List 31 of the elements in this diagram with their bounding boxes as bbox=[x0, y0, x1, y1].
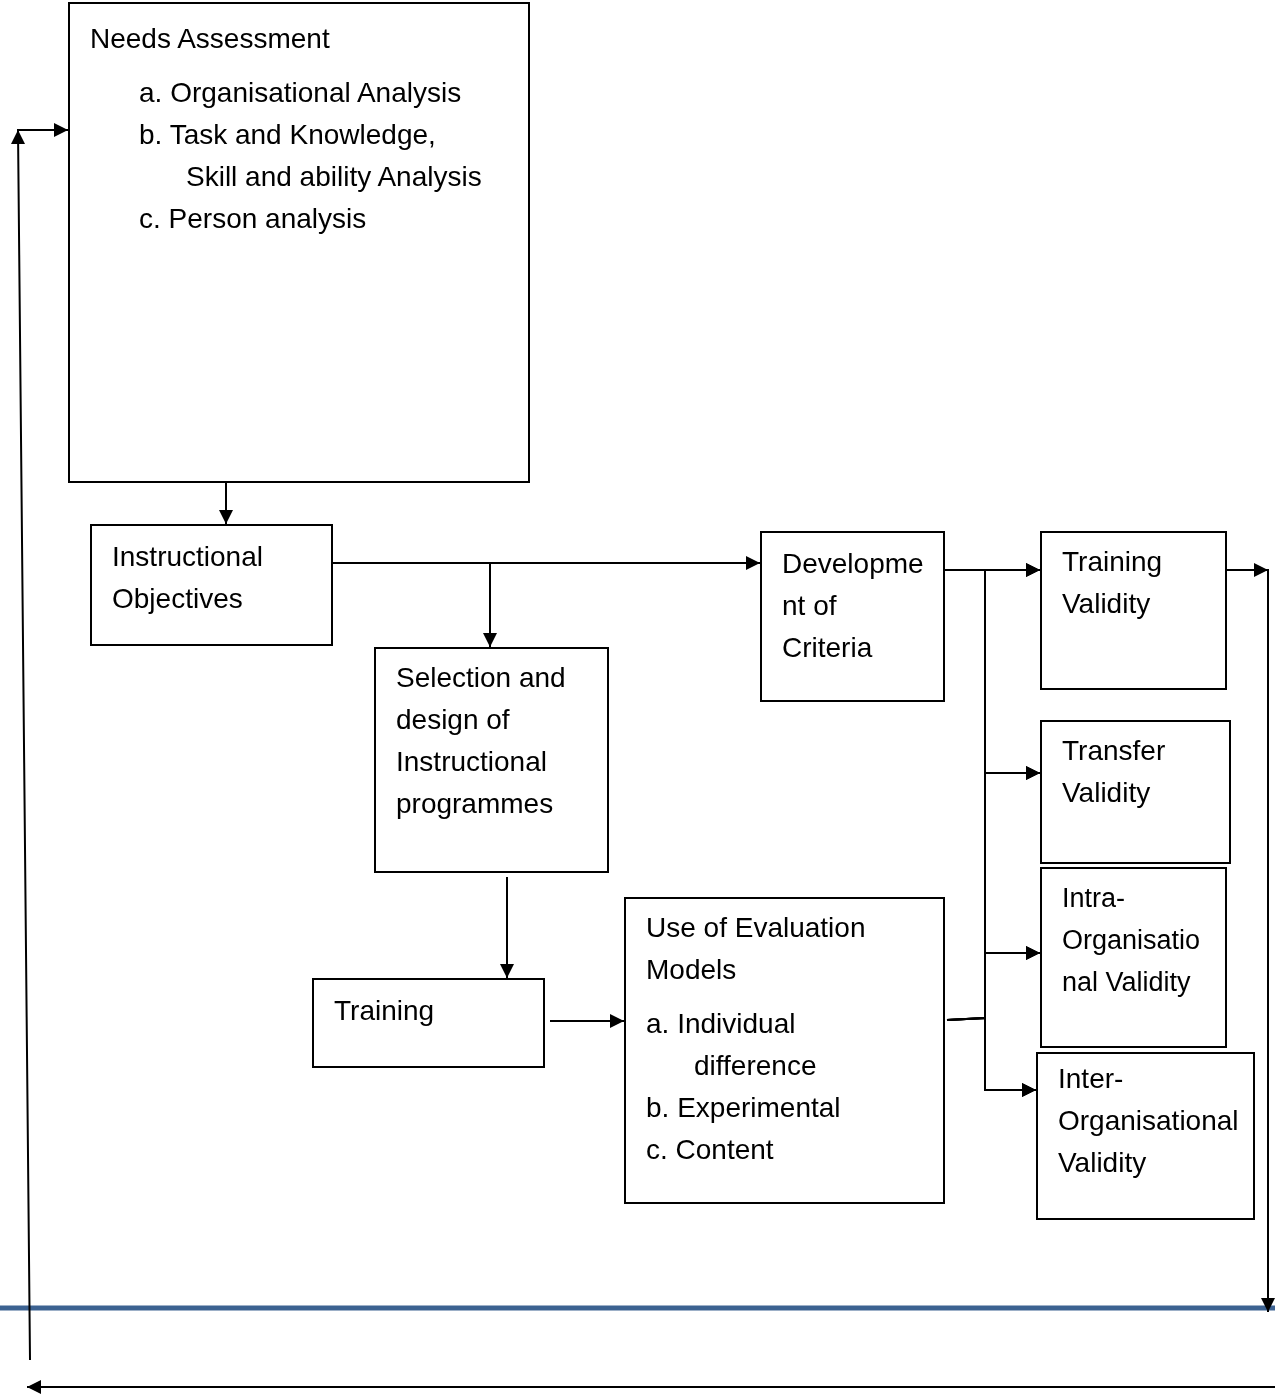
arrow bbox=[11, 123, 69, 1361]
list-item: a. Organisational Analysis bbox=[138, 76, 463, 110]
box-label: Inter-Organisational Validity bbox=[1058, 1062, 1240, 1180]
process-box bbox=[760, 531, 945, 702]
box-heading: Needs Assessment bbox=[90, 22, 331, 56]
arrow bbox=[219, 482, 233, 525]
process-box bbox=[1040, 867, 1227, 1048]
process-box bbox=[624, 897, 945, 1204]
box-heading: Use of Evaluation Models bbox=[646, 911, 867, 987]
arrow bbox=[500, 876, 514, 979]
box-label: Selection and design of Instructional programmes bbox=[396, 661, 567, 821]
box-label: Intra-Organisational Validity bbox=[1062, 882, 1202, 999]
process-box bbox=[374, 647, 609, 873]
process-box bbox=[312, 978, 545, 1068]
box-label: Development of Criteria bbox=[782, 547, 925, 665]
box-label: Training bbox=[334, 994, 436, 1028]
process-box bbox=[90, 524, 333, 646]
process-box bbox=[1040, 720, 1231, 864]
arrow bbox=[549, 1014, 625, 1028]
box-label: Transfer Validity bbox=[1062, 734, 1167, 810]
box-label: Training Validity bbox=[1062, 545, 1164, 621]
list-item: c. Person analysis bbox=[138, 202, 368, 236]
list-item: c. Content bbox=[646, 1133, 775, 1167]
box-label: Instructional Objectives bbox=[112, 540, 264, 616]
arrow bbox=[946, 1016, 1037, 1097]
process-box bbox=[68, 2, 530, 483]
arrow bbox=[332, 562, 497, 648]
process-box bbox=[1036, 1052, 1255, 1220]
arrow bbox=[1226, 563, 1275, 1313]
process-box bbox=[1040, 531, 1227, 690]
list-item: b. Experimental bbox=[646, 1091, 842, 1125]
